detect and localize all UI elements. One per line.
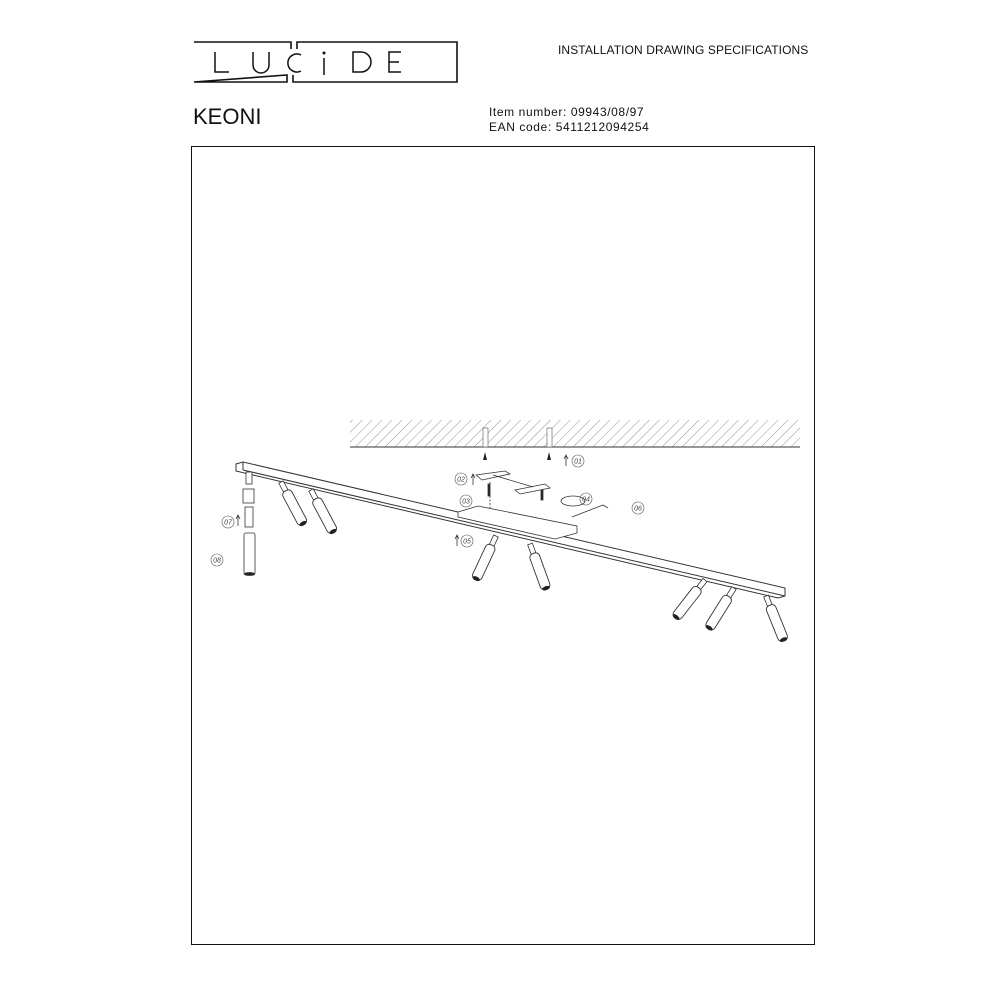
item-number-row: Item number: 09943/08/97	[489, 105, 649, 120]
product-meta: Item number: 09943/08/97 EAN code: 54112…	[489, 105, 649, 135]
svg-text:07: 07	[224, 520, 233, 527]
svg-text:06: 06	[634, 506, 642, 513]
step-arrows	[235, 454, 569, 546]
mounting-bracket	[457, 470, 609, 540]
ean-row: EAN code: 5411212094254	[489, 120, 649, 135]
light-rail	[235, 461, 786, 599]
step-06: 06	[631, 501, 645, 515]
ean-code: 5411212094254	[555, 120, 650, 134]
ean-label: EAN code:	[489, 120, 552, 134]
drawing-frame	[191, 146, 815, 945]
step-03: 03	[459, 494, 473, 508]
item-number: 09943/08/97	[570, 105, 645, 119]
step-08: 08	[210, 553, 224, 567]
step-04: 04	[579, 492, 593, 506]
ceiling	[350, 420, 800, 460]
svg-text:04: 04	[582, 497, 590, 504]
svg-text:05: 05	[463, 539, 471, 546]
spotlights	[276, 479, 790, 644]
spec-title: INSTALLATION DRAWING SPECIFICATIONS	[558, 43, 809, 57]
step-07: 07	[221, 515, 235, 529]
step-05: 05	[460, 534, 474, 548]
item-number-label: Item number:	[489, 105, 567, 119]
product-name: KEONI	[193, 104, 262, 129]
svg-text:03: 03	[462, 499, 470, 506]
step-02: 02	[454, 472, 468, 486]
svg-text:02: 02	[457, 477, 465, 484]
exploded-spot	[242, 471, 256, 576]
svg-text:01: 01	[574, 459, 582, 466]
step-labels: 01 02 03 04 05 06 07 08	[210, 454, 645, 567]
svg-text:08: 08	[213, 558, 221, 565]
lucide-logo	[193, 41, 458, 83]
step-01: 01	[571, 454, 585, 468]
